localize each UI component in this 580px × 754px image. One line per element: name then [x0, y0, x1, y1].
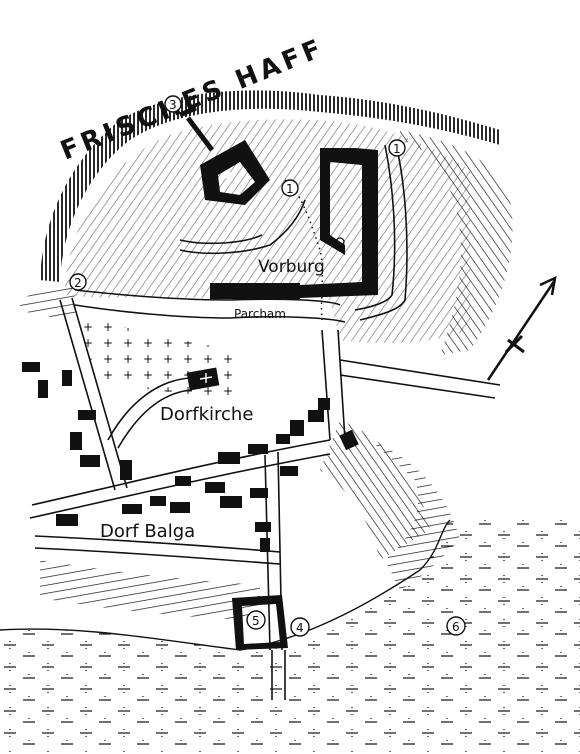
west-terrace	[20, 283, 75, 320]
svg-text:4: 4	[296, 621, 304, 635]
marker-3: 3	[164, 95, 182, 113]
roads	[29, 297, 501, 700]
marker-5: 5	[246, 610, 266, 630]
marker-2: 2	[69, 273, 87, 291]
marker-1b: 1	[281, 179, 299, 197]
church-grove	[80, 315, 240, 400]
vorburg-building	[300, 148, 378, 298]
parcham-building	[210, 283, 300, 299]
site-5-enclosure	[232, 595, 288, 650]
svg-text:1: 1	[393, 142, 401, 156]
label-dorf-balga: Dorf Balga	[100, 521, 195, 542]
dorfkirche-cross	[199, 373, 213, 383]
label-vorburg: Vorburg	[258, 257, 325, 277]
village-houses	[22, 362, 359, 552]
castle-tower-top	[178, 105, 198, 118]
label-dorfkirche: Dorfkirche	[160, 404, 253, 425]
castle-terraces	[74, 139, 408, 323]
label-parcham: Parcham	[234, 307, 286, 321]
east-slope	[400, 130, 513, 355]
lower-slope	[40, 560, 260, 620]
svg-text:6: 6	[452, 620, 460, 634]
svg-text:5: 5	[252, 614, 260, 628]
vorburg-well	[335, 237, 345, 247]
north-arrow-icon	[486, 275, 557, 381]
marker-4: 4	[290, 617, 310, 637]
hochschloss	[200, 140, 270, 205]
castle-tower-line	[186, 116, 214, 152]
castle-well	[224, 171, 232, 179]
marker-1a: 1	[388, 139, 406, 157]
marker-6: 6	[446, 616, 466, 636]
svg-text:2: 2	[74, 276, 82, 290]
svg-text:3: 3	[169, 98, 177, 112]
lagoon-water	[0, 520, 580, 754]
svg-text:1: 1	[286, 182, 294, 196]
south-slope	[320, 420, 430, 560]
